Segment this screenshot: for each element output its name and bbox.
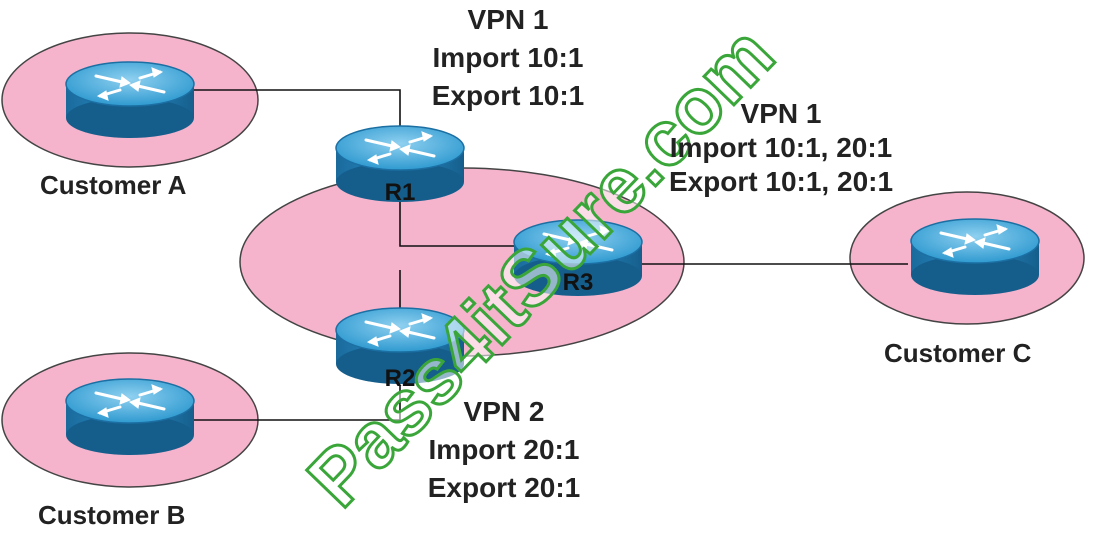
router-label-r3: R3 bbox=[563, 269, 594, 296]
vpn-r1-block: VPN 1 Import 10:1 Export 10:1 bbox=[412, 4, 604, 112]
router-icon-customer-a bbox=[64, 60, 196, 140]
vpn-r3-export: Export 10:1, 20:1 bbox=[668, 166, 894, 197]
links bbox=[190, 89, 908, 421]
vpn-r3-block: VPN 1 Import 10:1, 20:1 Export 10:1, 20:… bbox=[646, 98, 916, 198]
vpn-r2-block: VPN 2 Import 20:1 Export 20:1 bbox=[408, 396, 600, 504]
link-customer-a-r1 bbox=[190, 89, 401, 128]
vpn-r2-import: Import 20:1 bbox=[428, 434, 580, 465]
vpn-r1-name: VPN 1 bbox=[467, 4, 549, 35]
link-r1-r3 bbox=[399, 200, 518, 247]
vpn-r1-export: Export 10:1 bbox=[431, 80, 585, 111]
link-customer-b-r2 bbox=[190, 385, 401, 421]
router-label-r2: R2 bbox=[385, 365, 416, 392]
vpn-r1-import: Import 10:1 bbox=[432, 42, 584, 73]
router-icon-customer-c bbox=[909, 217, 1041, 297]
customer-a-label: Customer A bbox=[40, 170, 187, 200]
vpn-r2-name: VPN 2 bbox=[463, 396, 545, 427]
router-icon-customer-b bbox=[64, 377, 196, 457]
customer-c-label: Customer C bbox=[884, 338, 1032, 368]
vpn-r2-export: Export 20:1 bbox=[427, 472, 581, 503]
vpn-r3-name: VPN 1 bbox=[740, 98, 822, 129]
router-label-r1: R1 bbox=[385, 179, 416, 206]
customer-b-label: Customer B bbox=[38, 500, 186, 530]
vpn-r3-import: Import 10:1, 20:1 bbox=[669, 132, 893, 163]
